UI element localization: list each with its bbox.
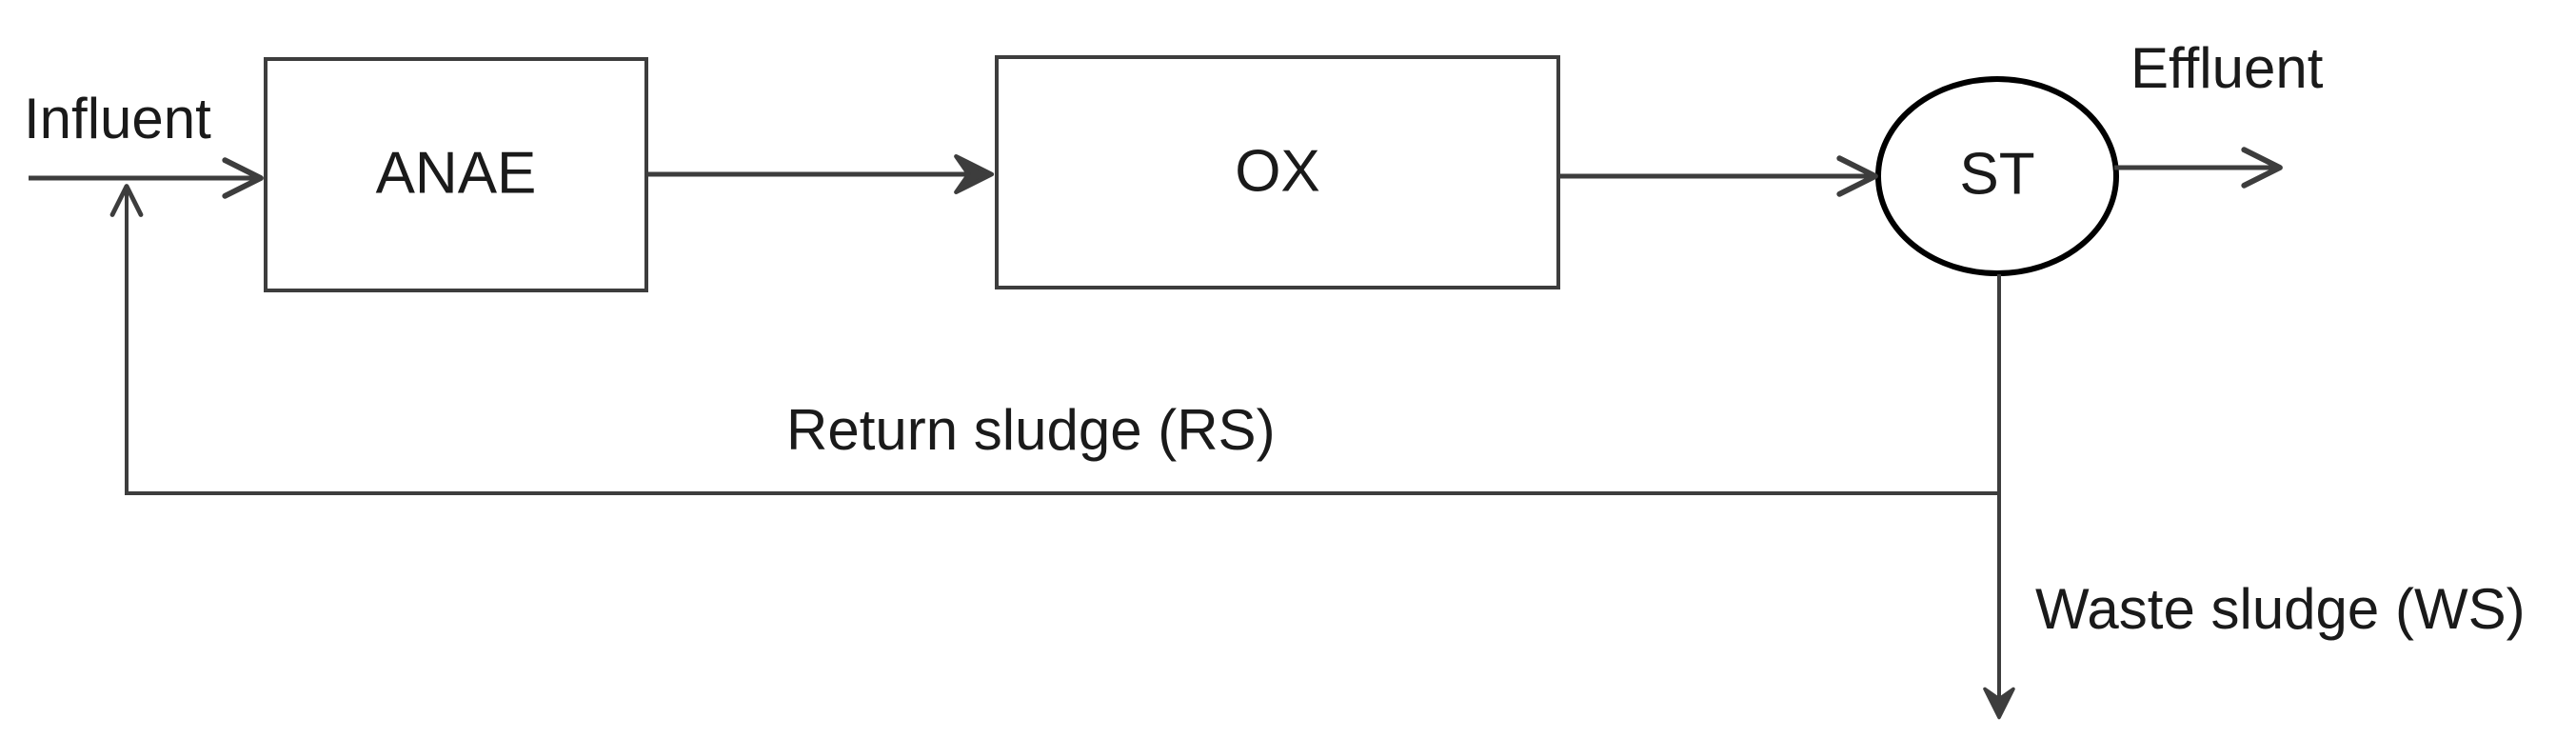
node-ox[interactable]: OX	[995, 55, 1560, 289]
influent-label: Influent	[24, 87, 211, 150]
return-sludge-path	[109, 184, 2001, 495]
st-ellipse[interactable]	[1875, 76, 2119, 276]
ox-box[interactable]	[995, 55, 1560, 289]
anae-label: ANAE	[376, 140, 537, 206]
effluent-label: Effluent	[2130, 36, 2324, 100]
ox-label: OX	[1235, 138, 1320, 204]
st-label: ST	[1959, 141, 2034, 207]
anae-box[interactable]	[264, 57, 648, 292]
node-anae[interactable]: ANAE	[264, 57, 648, 292]
return-sludge-label: Return sludge (RS)	[786, 398, 1276, 462]
waste-sludge-label: Waste sludge (WS)	[2035, 577, 2526, 641]
node-st[interactable]: ST	[1875, 76, 2119, 276]
